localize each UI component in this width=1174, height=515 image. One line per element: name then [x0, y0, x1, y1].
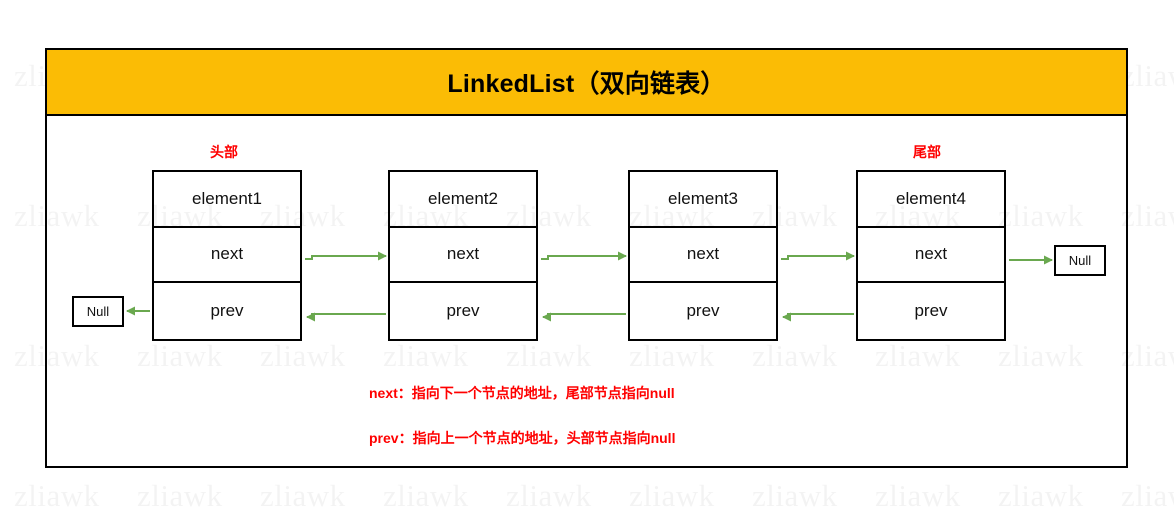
node-prev-cell: prev — [210, 301, 244, 321]
node-next-cell: next — [154, 228, 300, 284]
list-node-4: element4 next prev — [856, 170, 1006, 341]
watermark-text: zliawk — [629, 478, 715, 514]
watermark-text: zliawk — [1121, 58, 1174, 94]
watermark-text: zliawk — [1121, 478, 1174, 514]
diagram-frame: LinkedList（双向链表） — [45, 48, 1128, 468]
legend-prev: prev：指向上一个节点的地址，头部节点指向null — [369, 430, 676, 446]
watermark-text: zliawk — [875, 478, 961, 514]
node-next-cell: next — [630, 228, 776, 284]
watermark-text: zliawk — [1121, 198, 1174, 234]
node-element-cell: element1 — [154, 172, 300, 228]
tail-label: 尾部 — [913, 144, 941, 160]
node-prev-cell: prev — [686, 301, 720, 321]
node-prev-cell: prev — [446, 301, 480, 321]
watermark-text: zliawk — [137, 478, 223, 514]
node-element-cell: element3 — [630, 172, 776, 228]
head-label: 头部 — [210, 144, 238, 160]
watermark-text: zliawk — [383, 478, 469, 514]
header-band: LinkedList（双向链表） — [47, 50, 1126, 116]
null-box-right: Null — [1054, 245, 1106, 276]
node-element-cell: element4 — [858, 172, 1004, 228]
watermark-text: zliawk — [14, 478, 100, 514]
page-title: LinkedList（双向链表） — [447, 70, 726, 98]
node-element-cell: element2 — [390, 172, 536, 228]
list-node-1: element1 next prev — [152, 170, 302, 341]
watermark-text: zliawk — [1121, 338, 1174, 374]
watermark-text: zliawk — [752, 478, 838, 514]
watermark-text: zliawk — [998, 478, 1084, 514]
node-prev-cell: prev — [914, 301, 948, 321]
list-node-3: element3 next prev — [628, 170, 778, 341]
watermark-text: zliawk — [506, 478, 592, 514]
node-next-cell: next — [858, 228, 1004, 284]
node-next-cell: next — [390, 228, 536, 284]
legend-next: next：指向下一个节点的地址，尾部节点指向null — [369, 385, 675, 401]
null-box-left: Null — [72, 296, 124, 327]
watermark-text: zliawk — [260, 478, 346, 514]
list-node-2: element2 next prev — [388, 170, 538, 341]
